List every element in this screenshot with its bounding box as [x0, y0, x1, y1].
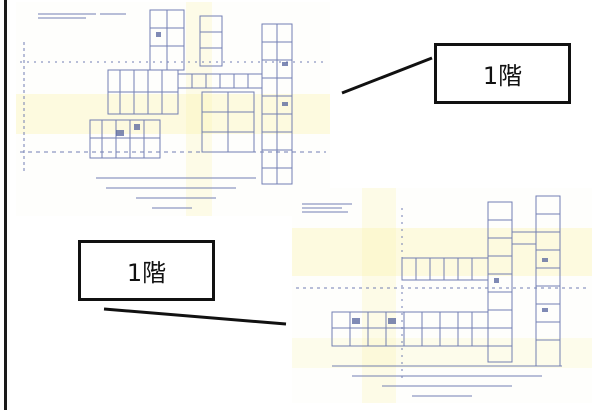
- left-frame-border: [4, 0, 7, 410]
- floor-plan-upper: [16, 2, 330, 216]
- floor-label-bottom: 1階: [78, 240, 215, 301]
- floor-plan-lower: [292, 188, 592, 403]
- floor-label-top: 1階: [434, 43, 571, 104]
- leader-line-top: [341, 56, 433, 95]
- leader-line-bottom: [103, 307, 287, 326]
- floor-label-top-text: 1階: [482, 62, 523, 90]
- floor-label-bottom-text: 1階: [126, 259, 167, 287]
